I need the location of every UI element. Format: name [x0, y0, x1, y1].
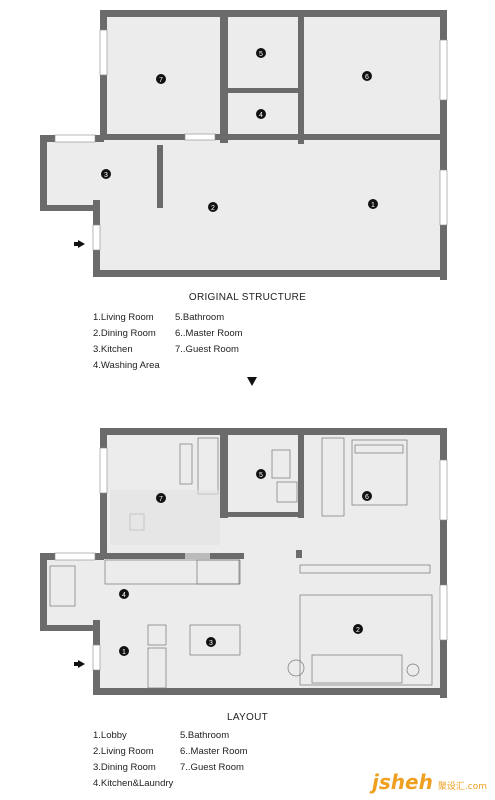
- marker-6-label: 6: [365, 494, 369, 501]
- legend-item: 3.Dining Room: [93, 762, 156, 773]
- marker-3: [206, 637, 216, 647]
- legend-item: 1.Lobby: [93, 730, 127, 741]
- marker-2-label: 2: [211, 205, 215, 212]
- down-arrow-icon: [247, 377, 257, 386]
- layout-legend-left: 1.Lobby 2.Living Room 3.Dining Room 4.Ki…: [93, 728, 173, 792]
- legend-item: 4.Kitchen&Laundry: [93, 778, 174, 789]
- marker-4-label: 4: [259, 112, 263, 119]
- marker-1-label: 1: [371, 202, 375, 209]
- original-legend-right: 5.Bathroom 6..Master Room 7..Guest Room: [175, 310, 243, 358]
- legend-item: 5.Bathroom: [175, 312, 225, 323]
- marker-5: [256, 469, 266, 479]
- marker-2-label: 2: [356, 627, 360, 634]
- logo-main: jsheh: [372, 770, 433, 794]
- legend-item: 6..Master Room: [180, 746, 248, 757]
- marker-7: [156, 74, 166, 84]
- original-floor-plan: 1 2 3 4 5 6 7: [40, 10, 448, 280]
- marker-4: [119, 589, 129, 599]
- entry-arrow-icon: [78, 240, 85, 248]
- original-caption: ORIGINAL STRUCTURE: [188, 292, 307, 303]
- marker-7-label: 7: [159, 77, 163, 84]
- legend-item: 6..Master Room: [175, 328, 243, 339]
- layout-caption: LAYOUT: [226, 712, 269, 723]
- legend-item: 4.Washing Area: [93, 360, 160, 371]
- marker-6-label: 6: [365, 74, 369, 81]
- legend-item: 2.Living Room: [93, 746, 154, 757]
- marker-5-label: 5: [259, 51, 263, 58]
- marker-2: [208, 202, 218, 212]
- legend-item: 5.Bathroom: [180, 730, 230, 741]
- entry-arrow-icon: [78, 660, 85, 668]
- legend-item: 7..Guest Room: [180, 762, 244, 773]
- marker-3-label: 3: [209, 640, 213, 647]
- legend-item: 1.Living Room: [93, 312, 154, 323]
- layout-legend-right: 5.Bathroom 6..Master Room 7..Guest Room: [180, 728, 248, 776]
- legend-item: 2.Dining Room: [93, 328, 156, 339]
- original-legend-left: 1.Living Room 2.Dining Room 3.Kitchen 4.…: [93, 310, 160, 374]
- marker-6: [362, 491, 372, 501]
- marker-6: [362, 71, 372, 81]
- layout-floor-plan: 1 2 3 4 5 6 7: [40, 428, 448, 698]
- marker-3-label: 3: [104, 172, 108, 179]
- marker-5: [256, 48, 266, 58]
- marker-7-label: 7: [159, 496, 163, 503]
- legend-item: 3.Kitchen: [93, 344, 133, 355]
- marker-1-label: 1: [122, 649, 126, 656]
- marker-1: [119, 646, 129, 656]
- marker-4: [256, 109, 266, 119]
- marker-4-label: 4: [122, 592, 126, 599]
- logo-small: 聚设汇.com: [437, 782, 487, 792]
- site-logo: jsheh 聚设汇.com: [372, 770, 487, 794]
- original-room-markers: 1 2 3 4 5 6 7: [101, 48, 378, 212]
- marker-1: [368, 199, 378, 209]
- layout-room-markers: 1 2 3 4 5 6 7: [119, 469, 372, 656]
- marker-5-label: 5: [259, 472, 263, 479]
- marker-2: [353, 624, 363, 634]
- marker-3: [101, 169, 111, 179]
- legend-item: 7..Guest Room: [175, 344, 239, 355]
- marker-7: [156, 493, 166, 503]
